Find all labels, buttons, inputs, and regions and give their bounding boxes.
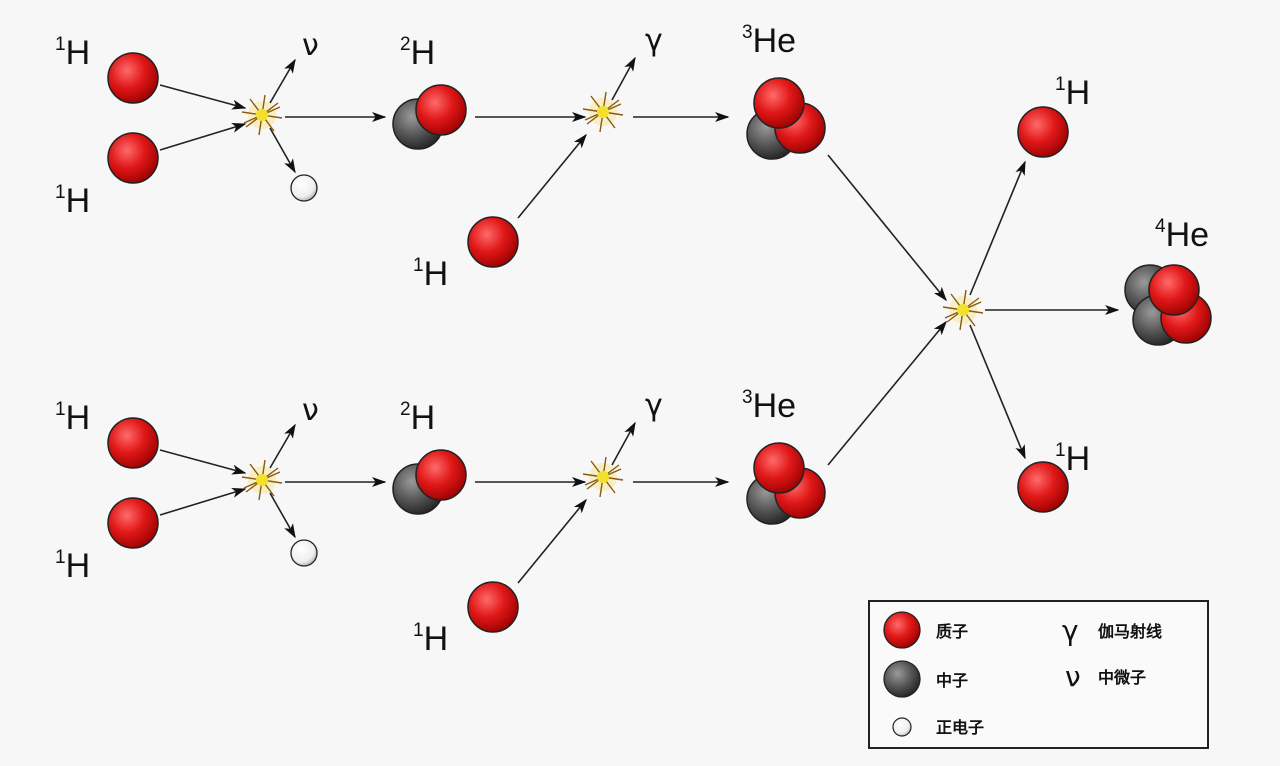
branch-bottom: 1H 1H ν 2H 1H γ 3He [55, 387, 826, 658]
fusion-flash-icon [241, 94, 283, 136]
legend-neutrino-symbol: ν [1065, 660, 1081, 693]
legend-neutrino: 中微子 [1098, 668, 1146, 687]
proton [1148, 264, 1200, 316]
legend-positron: 正电子 [936, 718, 984, 737]
arrow [159, 84, 247, 110]
arrow [827, 320, 947, 466]
arrow [269, 423, 296, 469]
fusion-flash-icon [582, 456, 624, 498]
proton [107, 417, 159, 469]
proton [1017, 461, 1069, 513]
legend: 质子 中子 正电子 γ 伽马射线 ν 中微子 [868, 600, 1209, 749]
legend-proton: 质子 [936, 622, 968, 641]
legend-neutron: 中子 [936, 671, 968, 690]
arrow [159, 122, 247, 151]
proton [415, 84, 467, 136]
label-h1: 1H [1055, 74, 1090, 112]
proton [1017, 106, 1069, 158]
arrow [159, 487, 247, 516]
label-h1: 1H [55, 399, 90, 437]
label-he4: 4He [1155, 216, 1209, 254]
legend-positron-swatch [892, 717, 912, 737]
arrow [269, 58, 296, 104]
label-h1: 1H [413, 620, 448, 658]
label-h1: 1H [55, 182, 90, 220]
proton [107, 52, 159, 104]
label-h2: 2H [400, 399, 435, 437]
proton [107, 132, 159, 184]
label-he3: 3He [742, 22, 796, 60]
label-h1: 1H [55, 34, 90, 72]
gamma-symbol: γ [645, 23, 663, 58]
label-h1: 1H [55, 547, 90, 585]
label-he3: 3He [742, 387, 796, 425]
positron [290, 539, 318, 567]
neutrino-symbol: ν [302, 28, 319, 63]
proton [467, 581, 519, 633]
arrow [269, 492, 296, 539]
final-fusion: 1H 1H 4He [827, 74, 1212, 513]
label-h1: 1H [413, 255, 448, 293]
label-h1: 1H [1055, 440, 1090, 478]
arrow [611, 56, 636, 101]
arrow [159, 449, 247, 475]
fusion-flash-icon [942, 289, 984, 331]
arrow [269, 127, 296, 174]
proton [107, 497, 159, 549]
fusion-flash-icon [582, 91, 624, 133]
arrow [517, 133, 587, 219]
label-h2: 2H [400, 34, 435, 72]
arrow [611, 421, 636, 466]
legend-neutron-swatch [883, 660, 921, 698]
arrow [969, 160, 1026, 296]
positron [290, 174, 318, 202]
proton [753, 442, 805, 494]
legend-gamma: 伽马射线 [1098, 622, 1162, 641]
gamma-symbol: γ [645, 388, 663, 423]
proton [467, 216, 519, 268]
branch-top: 1H 1H ν 2H 1H γ 3He [55, 22, 826, 293]
proton [753, 77, 805, 129]
arrow [517, 498, 587, 584]
legend-gamma-symbol: γ [1062, 614, 1079, 647]
neutrino-symbol: ν [302, 393, 319, 428]
proton [415, 449, 467, 501]
fusion-flash-icon [241, 459, 283, 501]
arrow [969, 324, 1026, 460]
arrow [827, 154, 947, 302]
legend-proton-swatch [883, 611, 921, 649]
